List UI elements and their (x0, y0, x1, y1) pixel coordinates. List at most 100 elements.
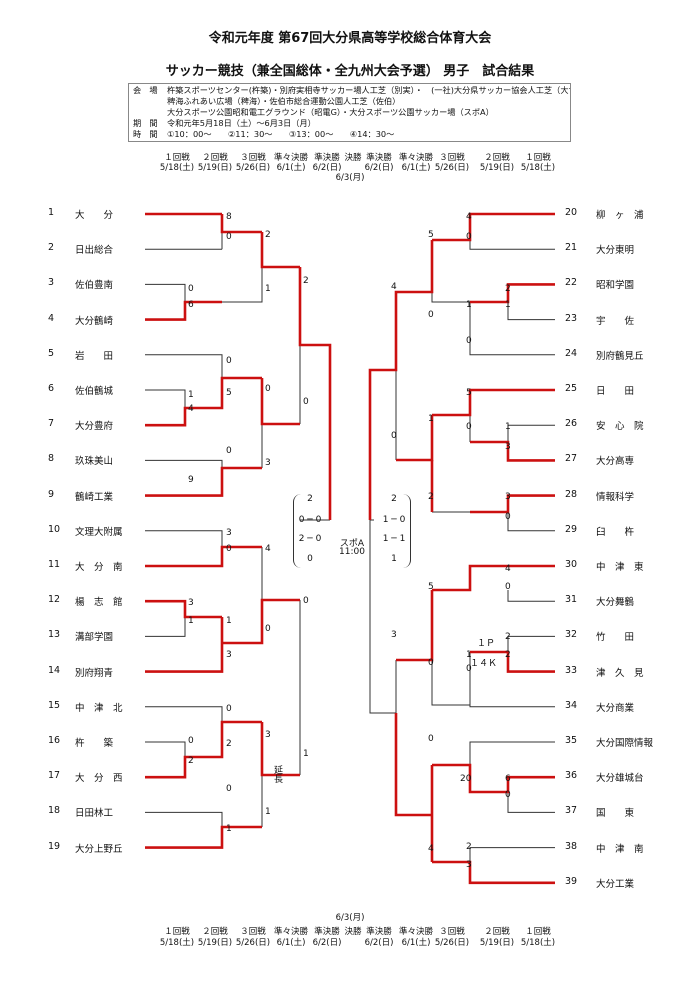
match-score: 1 (428, 414, 434, 424)
team-name: 日 田 (596, 386, 635, 397)
team-number: 21 (565, 242, 578, 254)
round-date: 5/26(日) (434, 938, 470, 948)
final-time: 11:00 (339, 547, 365, 557)
team-number: 16 (48, 735, 61, 746)
team-name: 楊 志 館 (75, 597, 123, 609)
team-name: 大分舞鶴 (596, 597, 635, 609)
match-score: 2 (466, 842, 472, 852)
team-name: 竹 田 (596, 632, 635, 644)
team-name: 日出総合 (75, 245, 114, 257)
team-number: 20 (565, 207, 578, 218)
match-score: 8 (226, 212, 232, 222)
bracket-line (145, 706, 223, 722)
bracket-line (145, 283, 186, 302)
team-name: 大分雄城台 (596, 773, 644, 785)
bracket-line (145, 459, 223, 468)
bracket-line (145, 720, 262, 779)
team-number: 22 (565, 277, 578, 289)
match-score: 3 (265, 458, 271, 468)
team-name: 佐伯鶴城 (75, 386, 114, 397)
bracket-line (260, 722, 300, 777)
team-name: 情報科学 (596, 491, 635, 503)
team-number: 4 (48, 312, 55, 324)
round-name: 準々決勝 (273, 927, 308, 937)
round-date: 6/1(土) (401, 938, 431, 948)
match-score: 2 (428, 492, 434, 502)
match-score: 1 (505, 300, 511, 310)
round-date: 5/19(日) (197, 938, 233, 948)
round-name: 決勝 (344, 153, 362, 163)
team-number: 29 (565, 523, 578, 535)
team-number: 15 (48, 699, 61, 711)
round-name: ２回戦 (484, 927, 510, 937)
match-score: 0 (428, 658, 434, 668)
match-score: 5 (428, 230, 434, 240)
team-name: 国 東 (596, 808, 635, 820)
team-number: 3 (48, 277, 55, 289)
bracket-line (145, 825, 262, 849)
team-number: 9 (48, 488, 55, 500)
team-number: 32 (565, 629, 578, 641)
team-name: 大 分 西 (75, 773, 123, 785)
venue-label: 会 場 (133, 85, 158, 95)
match-score: 3 (466, 860, 472, 870)
team-number: 23 (565, 312, 578, 324)
team-number: 19 (48, 840, 61, 852)
bracket-line (431, 240, 470, 303)
pk-note-1: １Ｐ (477, 639, 496, 649)
round-date: 5/19(日) (479, 938, 515, 948)
bracket-line (145, 545, 262, 568)
team-number: 14 (48, 664, 61, 676)
round-date: 6/1(土) (276, 163, 306, 173)
period-value: 令和元年5月18日（土）～6月3日（月） (167, 118, 316, 128)
round-date: 6/2(日) (312, 938, 342, 948)
match-score: 0 (505, 512, 511, 522)
bracket-line (507, 512, 555, 532)
round-name: １回戦 (164, 153, 190, 163)
team-number: 27 (565, 453, 578, 465)
team-number: 13 (48, 629, 61, 641)
bracket-line (470, 494, 555, 514)
match-score: 3 (226, 528, 232, 538)
match-score: 9 (188, 475, 194, 485)
match-score: 0 (226, 784, 232, 794)
team-name: 中 津 東 (596, 562, 644, 573)
match-score: 1 (188, 390, 194, 400)
team-name: 大分商業 (596, 702, 635, 714)
match-score: 0 (466, 422, 472, 432)
match-score: 5 (466, 388, 472, 398)
match-score: 1 (466, 300, 472, 310)
team-number: 38 (565, 840, 578, 852)
match-score: 1 (265, 284, 271, 294)
match-score: 3 (505, 442, 511, 452)
match-score: 0 (505, 790, 511, 800)
match-score: 3 (391, 630, 397, 640)
match-score: 3 (226, 650, 232, 660)
team-name: 杵 築 (75, 738, 114, 749)
round-name: ３回戦 (240, 153, 266, 163)
team-name: 津 久 見 (596, 667, 644, 679)
match-score: 2 (265, 230, 271, 240)
bracket-line (145, 466, 262, 497)
match-score: 6 (505, 774, 511, 784)
team-name: 日田林工 (75, 808, 114, 820)
team-number: 18 (48, 805, 61, 817)
bracket-line (432, 564, 555, 592)
team-name: 大分東明 (596, 245, 635, 257)
team-name: 文理大附属 (75, 526, 123, 538)
round-date: 6/2(日) (364, 163, 394, 173)
team-number: 28 (565, 488, 578, 500)
team-name: 大分工業 (596, 878, 635, 890)
time-label: 時 間 (133, 129, 158, 139)
bracket-line (222, 598, 300, 645)
match-score: 0 (188, 284, 194, 294)
match-score: 0 (226, 544, 232, 554)
bracket-line (145, 376, 262, 427)
final-left-bracket (293, 494, 330, 568)
team-number: 1 (48, 207, 55, 218)
team-number: 2 (48, 242, 55, 254)
bracket-line (507, 424, 555, 442)
team-number: 11 (48, 559, 61, 570)
match-score: 0 (466, 232, 472, 242)
info-box: 会 場 杵築スポーツセンター(杵築)・別府実相寺サッカー場人工芝（別実）・ (一… (128, 83, 571, 142)
